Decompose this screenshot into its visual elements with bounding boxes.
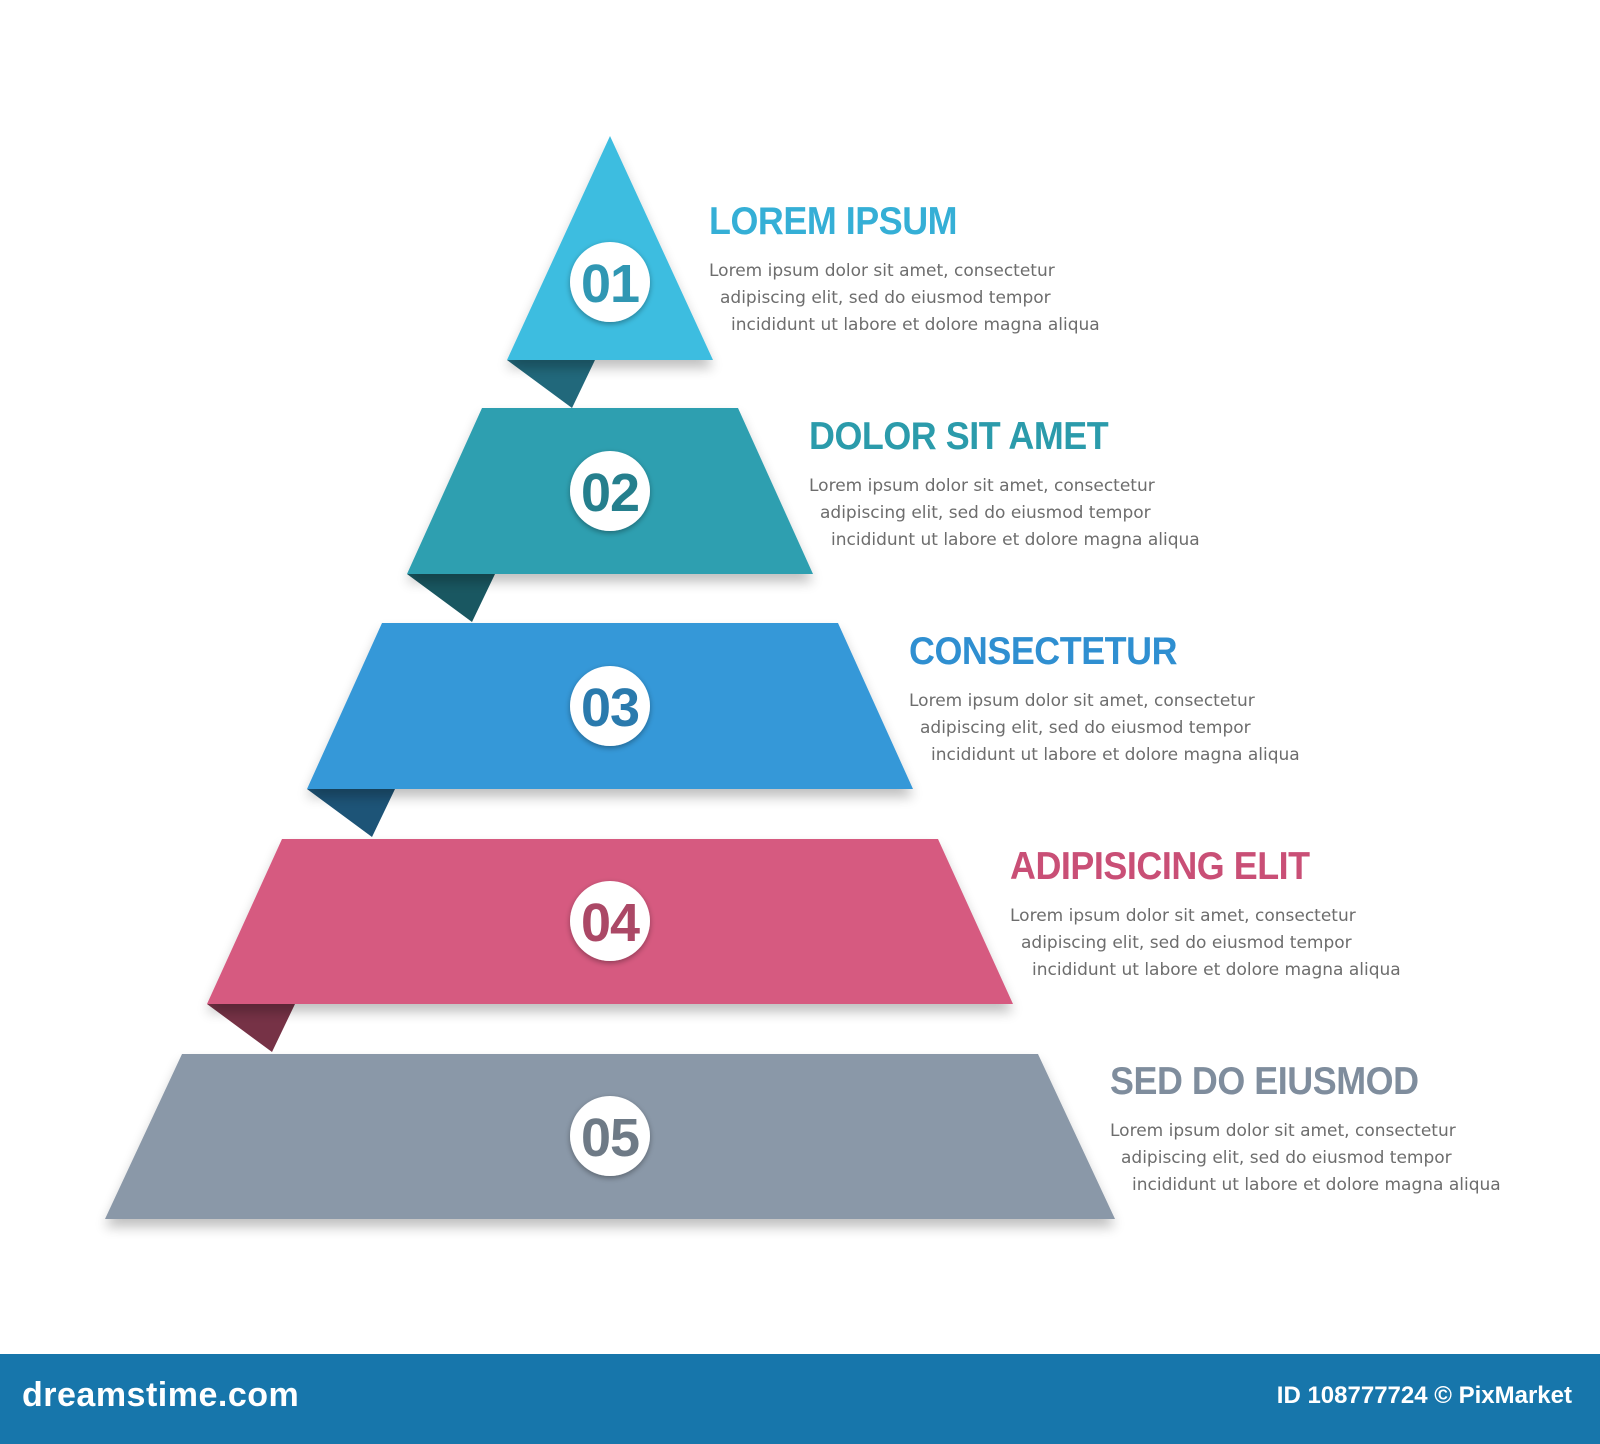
level-2-number-badge bbox=[570, 451, 650, 531]
level-4-desc-line-1: Lorem ipsum dolor sit amet, consectetur bbox=[1010, 906, 1356, 926]
level-4-fold bbox=[207, 1004, 295, 1052]
level-1-number-badge bbox=[570, 242, 650, 322]
level-3-desc-line-2: adipiscing elit, sed do eiusmod tempor bbox=[920, 718, 1251, 738]
pyramid-infographic: 01 02 03 04 05 LOREM IPSUM Lorem ipsum dolor… bbox=[105, 136, 1501, 1219]
level-2-title: DOLOR SIT AMET bbox=[809, 415, 1109, 458]
level-3-description: Lorem ipsum dolor sit amet, consectetur … bbox=[909, 688, 1300, 769]
level-2-description: Lorem ipsum dolor sit amet, consectetur … bbox=[809, 473, 1200, 554]
level-2-number: 02 bbox=[581, 463, 639, 523]
level-2-desc-line-3: incididunt ut labore et dolore magna ali… bbox=[831, 530, 1200, 550]
level-4-desc-line-2: adipiscing elit, sed do eiusmod tempor bbox=[1021, 933, 1352, 953]
level-2-fold bbox=[407, 574, 495, 622]
level-5-desc-line-3: incididunt ut labore et dolore magna ali… bbox=[1132, 1175, 1501, 1195]
level-5-title: SED DO EIUSMOD bbox=[1110, 1060, 1419, 1103]
level-1-description: Lorem ipsum dolor sit amet, consectetur … bbox=[709, 258, 1100, 339]
level-1-desc-line-2: adipiscing elit, sed do eiusmod tempor bbox=[720, 288, 1051, 308]
level-1-text: LOREM IPSUM Lorem ipsum dolor sit amet, … bbox=[709, 200, 1100, 339]
pyramid-graphic: 01 02 03 04 05 bbox=[105, 136, 1115, 1219]
level-3-desc-line-1: Lorem ipsum dolor sit amet, consectetur bbox=[909, 691, 1255, 711]
footer-site-name: dreamstime.com bbox=[22, 1376, 300, 1414]
level-4-desc-line-3: incididunt ut labore et dolore magna ali… bbox=[1032, 960, 1401, 980]
level-4-text: ADIPISICING ELIT Lorem ipsum dolor sit a… bbox=[1010, 845, 1401, 984]
level-5-number-badge bbox=[570, 1096, 650, 1176]
level-2-desc-line-1: Lorem ipsum dolor sit amet, consectetur bbox=[809, 476, 1155, 496]
level-5-desc-line-2: adipiscing elit, sed do eiusmod tempor bbox=[1121, 1148, 1452, 1168]
level-3-number-badge bbox=[570, 666, 650, 746]
level-2-desc-line-2: adipiscing elit, sed do eiusmod tempor bbox=[820, 503, 1151, 523]
level-1-number: 01 bbox=[581, 254, 639, 314]
level-3-fold bbox=[307, 789, 395, 837]
footer-image-id: ID 108777724 © PixMarket bbox=[1276, 1382, 1572, 1409]
level-5-text: SED DO EIUSMOD Lorem ipsum dolor sit ame… bbox=[1110, 1060, 1501, 1199]
level-4-title: ADIPISICING ELIT bbox=[1010, 845, 1310, 888]
level-1-fold bbox=[507, 360, 595, 408]
level-5-desc-line-1: Lorem ipsum dolor sit amet, consectetur bbox=[1110, 1121, 1456, 1141]
level-5-description: Lorem ipsum dolor sit amet, consectetur … bbox=[1110, 1118, 1501, 1199]
level-3-number: 03 bbox=[581, 678, 639, 738]
level-3-desc-line-3: incididunt ut labore et dolore magna ali… bbox=[931, 745, 1300, 765]
level-2-text: DOLOR SIT AMET Lorem ipsum dolor sit ame… bbox=[809, 415, 1200, 554]
level-4-number-badge bbox=[570, 881, 650, 961]
level-4-number: 04 bbox=[581, 893, 640, 953]
level-1-title: LOREM IPSUM bbox=[709, 200, 958, 243]
level-5-number: 05 bbox=[581, 1108, 639, 1168]
level-1-desc-line-1: Lorem ipsum dolor sit amet, consectetur bbox=[709, 261, 1055, 281]
level-3-text: CONSECTETUR Lorem ipsum dolor sit amet, … bbox=[909, 630, 1300, 769]
footer-bar: dreamstime.com ID 108777724 © PixMarket bbox=[0, 1354, 1600, 1444]
level-3-title: CONSECTETUR bbox=[909, 630, 1178, 673]
level-4-description: Lorem ipsum dolor sit amet, consectetur … bbox=[1010, 903, 1401, 984]
level-1-desc-line-3: incididunt ut labore et dolore magna ali… bbox=[731, 315, 1100, 335]
